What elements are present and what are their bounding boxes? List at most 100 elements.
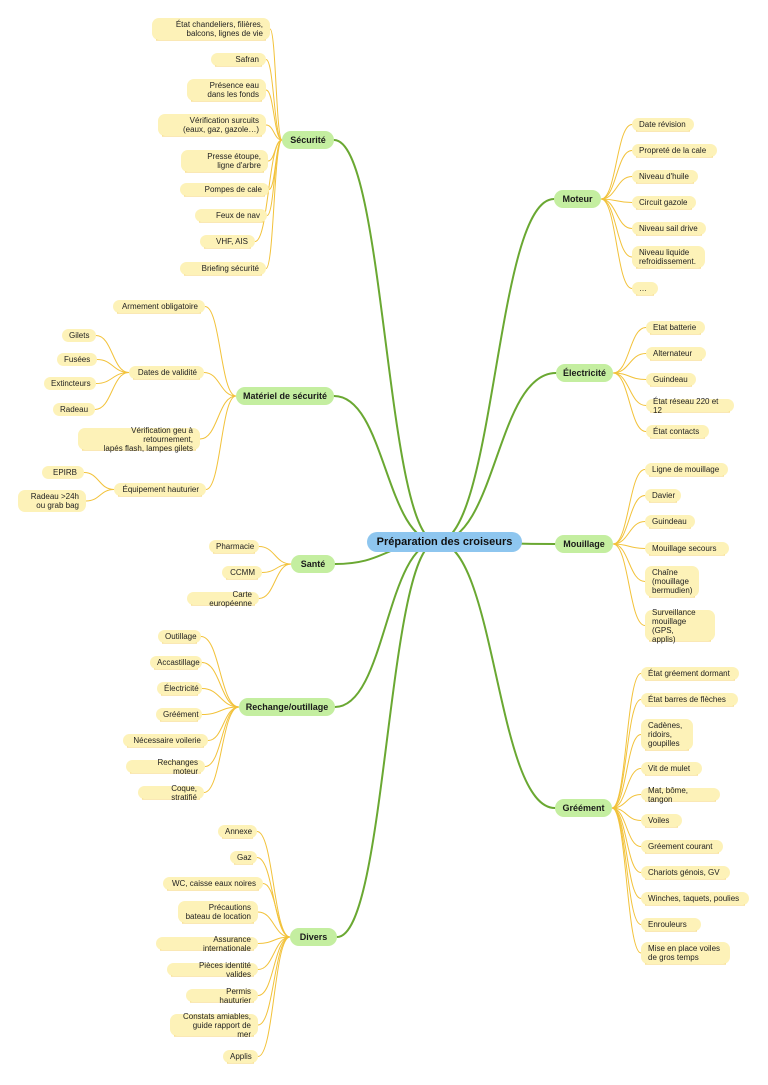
leaf-greement-4[interactable]: Mat, bôme, tangon bbox=[641, 786, 720, 804]
branch-divers[interactable]: Divers bbox=[290, 928, 337, 946]
leaf-mouillage-3[interactable]: Mouillage secours bbox=[645, 542, 729, 555]
connector-moteur-4 bbox=[600, 198, 633, 229]
leaf-materiel-0[interactable]: Armement obligatoire bbox=[113, 300, 205, 313]
branch-mouillage[interactable]: Mouillage bbox=[555, 535, 613, 553]
connector-moteur-1 bbox=[600, 150, 633, 200]
leaf-divers-2[interactable]: WC, caisse eaux noires bbox=[163, 877, 263, 890]
leaf-divers-5[interactable]: Pièces identité valides bbox=[167, 961, 258, 979]
leaf-sante-0[interactable]: Pharmacie bbox=[209, 540, 259, 553]
leaf-materiel-1-1[interactable]: Fusées bbox=[57, 353, 97, 366]
connector-greement-3 bbox=[611, 768, 642, 809]
leaf-securite-5[interactable]: Pompes de cale bbox=[180, 183, 269, 196]
leaf-electricite-0[interactable]: Etat batterie bbox=[646, 321, 705, 334]
leaf-moteur-1[interactable]: Propreté de la cale bbox=[632, 144, 717, 157]
connector-materiel-3 bbox=[205, 395, 237, 490]
leaf-divers-1[interactable]: Gaz bbox=[230, 851, 257, 864]
leaf-materiel-1-2[interactable]: Extincteurs bbox=[44, 377, 96, 390]
connector-materiel-3-0 bbox=[83, 472, 115, 490]
branch-sante[interactable]: Santé bbox=[291, 555, 335, 573]
leaf-securite-6[interactable]: Feux de nav bbox=[195, 209, 267, 222]
branch-securite[interactable]: Sécurité bbox=[282, 131, 334, 149]
leaf-mouillage-1[interactable]: Davier bbox=[645, 489, 681, 502]
connector-securite-1 bbox=[265, 59, 283, 141]
leaf-securite-4[interactable]: Presse étoupe, ligne d'arbre bbox=[181, 150, 268, 172]
connector-securite bbox=[333, 139, 438, 543]
leaf-moteur-3[interactable]: Circuit gazole bbox=[632, 196, 696, 209]
leaf-divers-3[interactable]: Précautions bateau de location bbox=[178, 901, 258, 923]
leaf-securite-1[interactable]: Safran bbox=[211, 53, 266, 66]
branch-electricite[interactable]: Électricité bbox=[556, 364, 613, 382]
leaf-divers-7[interactable]: Constats amiables, guide rapport de mer bbox=[170, 1012, 258, 1039]
leaf-greement-0[interactable]: État gréement dormant bbox=[641, 667, 739, 680]
leaf-mouillage-4[interactable]: Chaîne (mouillage bermudien) bbox=[645, 566, 699, 597]
connector-rechange-6 bbox=[203, 706, 240, 793]
leaf-mouillage-2[interactable]: Guindeau bbox=[645, 515, 695, 528]
connector-divers-1 bbox=[256, 857, 291, 938]
leaf-divers-8[interactable]: Applis bbox=[223, 1050, 258, 1063]
connector-divers-7 bbox=[257, 936, 291, 1026]
connector-moteur-5 bbox=[600, 198, 633, 258]
leaf-materiel-1-0[interactable]: Gilets bbox=[62, 329, 96, 342]
leaf-greement-3[interactable]: Vit de mulet bbox=[641, 762, 702, 775]
leaf-divers-6[interactable]: Permis hauturier bbox=[186, 987, 258, 1005]
leaf-securite-8[interactable]: Briefing sécurité bbox=[180, 262, 266, 275]
leaf-greement-1[interactable]: État barres de flèches bbox=[641, 693, 738, 706]
connector-divers-6 bbox=[257, 936, 291, 996]
leaf-greement-6[interactable]: Gréement courant bbox=[641, 840, 723, 853]
leaf-moteur-4[interactable]: Niveau sail drive bbox=[632, 222, 706, 235]
leaf-electricite-2[interactable]: Guindeau bbox=[646, 373, 696, 386]
leaf-rechange-1[interactable]: Accastillage bbox=[150, 656, 202, 669]
leaf-materiel-3[interactable]: Équipement hauturier bbox=[114, 483, 206, 496]
leaf-rechange-5[interactable]: Rechanges moteur bbox=[126, 758, 205, 776]
connector-sante-2 bbox=[258, 563, 292, 599]
leaf-securite-0[interactable]: État chandeliers, filières, balcons, lig… bbox=[152, 18, 270, 40]
connector-rechange-4 bbox=[207, 706, 240, 741]
central-topic[interactable]: Préparation des croiseurs bbox=[367, 532, 522, 552]
leaf-divers-4[interactable]: Assurance internationale bbox=[156, 935, 258, 953]
leaf-sante-1[interactable]: CCMM bbox=[222, 566, 262, 579]
leaf-materiel-1-3[interactable]: Radeau bbox=[53, 403, 95, 416]
leaf-sante-2[interactable]: Carte européenne bbox=[187, 590, 259, 608]
leaf-rechange-0[interactable]: Outillage bbox=[158, 630, 201, 643]
connector-rechange-2 bbox=[201, 688, 240, 708]
leaf-electricite-4[interactable]: État contacts bbox=[646, 425, 709, 438]
connector-electricite-0 bbox=[612, 327, 647, 374]
leaf-materiel-3-0[interactable]: EPIRB bbox=[42, 466, 84, 479]
leaf-greement-5[interactable]: Voiles bbox=[641, 814, 682, 827]
branch-rechange[interactable]: Rechange/outillage bbox=[239, 698, 335, 716]
leaf-mouillage-0[interactable]: Ligne de mouillage bbox=[645, 463, 728, 476]
leaf-moteur-6[interactable]: … bbox=[632, 282, 658, 295]
leaf-electricite-3[interactable]: État réseau 220 et 12 bbox=[646, 397, 734, 415]
leaf-greement-7[interactable]: Chariots génois, GV bbox=[641, 866, 730, 879]
connector-greement-0 bbox=[611, 673, 642, 809]
leaf-materiel-1[interactable]: Dates de validité bbox=[129, 366, 204, 379]
leaf-materiel-3-1[interactable]: Radeau >24h ou grab bag bbox=[18, 490, 86, 512]
branch-moteur[interactable]: Moteur bbox=[554, 190, 601, 208]
leaf-rechange-2[interactable]: Électricité bbox=[157, 682, 202, 695]
leaf-securite-2[interactable]: Présence eau dans les fonds bbox=[187, 79, 266, 101]
leaf-rechange-4[interactable]: Nécessaire voilerie bbox=[123, 734, 208, 747]
leaf-greement-8[interactable]: Winches, taquets, poulies bbox=[641, 892, 749, 905]
connector-materiel-3-1 bbox=[85, 489, 115, 502]
connector-divers-0 bbox=[256, 831, 291, 938]
leaf-rechange-3[interactable]: Gréément bbox=[156, 708, 202, 721]
connector-divers-2 bbox=[262, 883, 291, 938]
leaf-greement-10[interactable]: Mise en place voiles de gros temps bbox=[641, 942, 730, 964]
leaf-greement-9[interactable]: Enrouleurs bbox=[641, 918, 701, 931]
connector-greement-4 bbox=[611, 794, 642, 809]
leaf-moteur-2[interactable]: Niveau d'huile bbox=[632, 170, 698, 183]
branch-greement[interactable]: Gréément bbox=[555, 799, 612, 817]
leaf-electricite-1[interactable]: Alternateur bbox=[646, 347, 706, 360]
leaf-securite-3[interactable]: Vérification surcuits (eaux, gaz, gazole… bbox=[158, 114, 266, 136]
branch-materiel[interactable]: Matériel de sécurité bbox=[236, 387, 334, 405]
leaf-greement-2[interactable]: Cadènes, ridoirs, goupilles bbox=[641, 719, 693, 750]
leaf-moteur-5[interactable]: Niveau liquide refroidissement. bbox=[632, 246, 705, 268]
connector-moteur-2 bbox=[600, 176, 633, 200]
leaf-securite-7[interactable]: VHF, AIS bbox=[200, 235, 255, 248]
leaf-rechange-6[interactable]: Coque, stratifié bbox=[138, 784, 204, 802]
leaf-materiel-2[interactable]: Vérification geu à retournement, lapés f… bbox=[78, 426, 200, 453]
leaf-moteur-0[interactable]: Date révision bbox=[632, 118, 694, 131]
leaf-divers-0[interactable]: Annexe bbox=[218, 825, 257, 838]
leaf-mouillage-5[interactable]: Surveillance mouillage (GPS, applis) bbox=[645, 608, 715, 644]
